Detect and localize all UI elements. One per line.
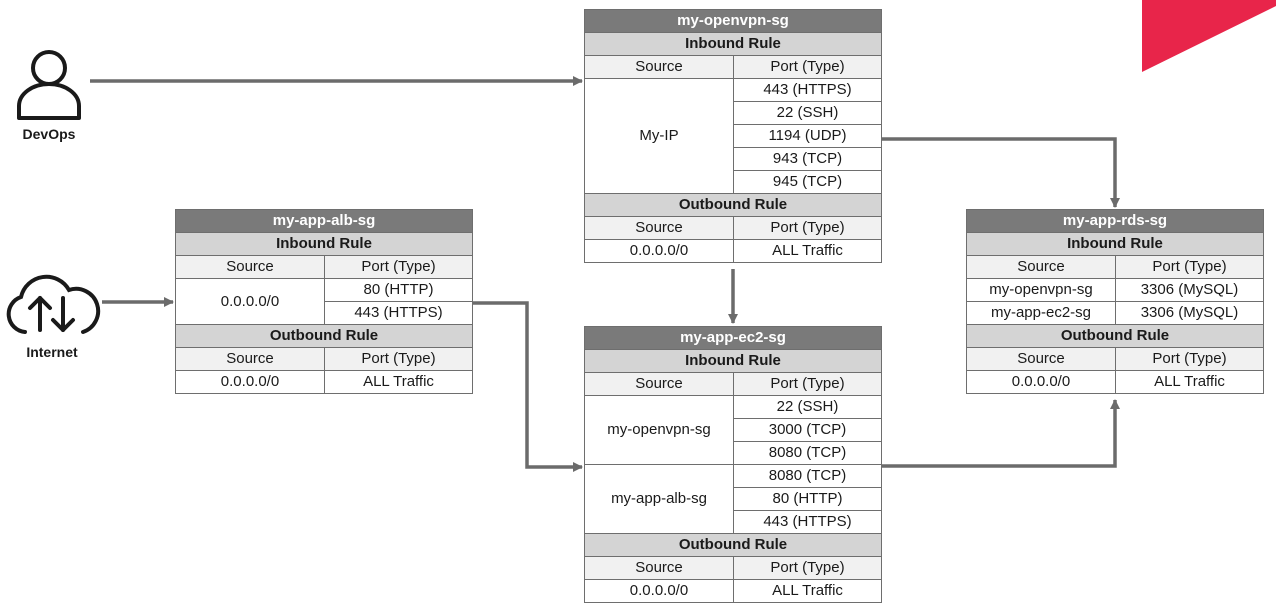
openvpn-outbound-header: Outbound Rule bbox=[584, 193, 882, 217]
rds-inbound-source-header: Source bbox=[966, 255, 1116, 279]
ec2-outbound-port-header: Port (Type) bbox=[733, 556, 882, 580]
alb-outbound-port: ALL Traffic bbox=[323, 370, 474, 394]
corner-accent-flag bbox=[1142, 0, 1276, 72]
ec2-inbound-source-header: Source bbox=[584, 372, 734, 396]
arrow-openvpn-to-rds bbox=[882, 137, 1120, 208]
openvpn-inbound-port: 945 (TCP) bbox=[733, 170, 882, 194]
rds-outbound-port: ALL Traffic bbox=[1115, 370, 1264, 394]
openvpn-sg-table: my-openvpn-sg Inbound Rule Source Port (… bbox=[584, 9, 882, 263]
ec2-inbound-source: my-openvpn-sg bbox=[584, 395, 734, 465]
openvpn-inbound-source: My-IP bbox=[584, 78, 734, 194]
alb-sg-table: my-app-alb-sg Inbound Rule Source Port (… bbox=[174, 209, 474, 394]
openvpn-outbound-port: ALL Traffic bbox=[733, 239, 882, 263]
openvpn-inbound-port: 443 (HTTPS) bbox=[733, 78, 882, 102]
rds-sg-title: my-app-rds-sg bbox=[966, 209, 1264, 233]
ec2-sg-title: my-app-ec2-sg bbox=[584, 326, 882, 350]
rds-outbound-source: 0.0.0.0/0 bbox=[966, 370, 1116, 394]
ec2-inbound-port-header: Port (Type) bbox=[733, 372, 882, 396]
ec2-inbound-header: Inbound Rule bbox=[584, 349, 882, 373]
openvpn-inbound-port: 22 (SSH) bbox=[733, 101, 882, 125]
openvpn-inbound-port: 1194 (UDP) bbox=[733, 124, 882, 148]
rds-sg-table: my-app-rds-sg Inbound Rule Source Port (… bbox=[966, 209, 1264, 394]
alb-outbound-source: 0.0.0.0/0 bbox=[175, 370, 325, 394]
ec2-inbound-port: 3000 (TCP) bbox=[733, 418, 882, 442]
openvpn-inbound-port: 943 (TCP) bbox=[733, 147, 882, 171]
openvpn-sg-title: my-openvpn-sg bbox=[584, 9, 882, 33]
ec2-inbound-port: 8080 (TCP) bbox=[733, 464, 882, 488]
alb-outbound-header: Outbound Rule bbox=[174, 324, 474, 348]
openvpn-outbound-source-header: Source bbox=[584, 216, 734, 240]
rds-outbound-source-header: Source bbox=[966, 347, 1116, 371]
ec2-inbound-port: 8080 (TCP) bbox=[733, 441, 882, 465]
internet-actor: Internet bbox=[2, 272, 102, 360]
ec2-inbound-port: 22 (SSH) bbox=[733, 395, 882, 419]
ec2-outbound-source: 0.0.0.0/0 bbox=[584, 579, 734, 603]
user-icon bbox=[17, 50, 81, 120]
rds-outbound-header: Outbound Rule bbox=[966, 324, 1264, 348]
ec2-inbound-source: my-app-alb-sg bbox=[584, 464, 734, 534]
ec2-inbound-port: 443 (HTTPS) bbox=[733, 510, 882, 534]
rds-inbound-port-header: Port (Type) bbox=[1115, 255, 1264, 279]
openvpn-inbound-header: Inbound Rule bbox=[584, 32, 882, 56]
openvpn-inbound-source-header: Source bbox=[584, 55, 734, 79]
rds-inbound-port: 3306 (MySQL) bbox=[1115, 278, 1264, 302]
alb-inbound-port: 443 (HTTPS) bbox=[323, 301, 474, 325]
rds-inbound-port: 3306 (MySQL) bbox=[1115, 301, 1264, 325]
alb-inbound-header: Inbound Rule bbox=[174, 232, 474, 256]
alb-inbound-source-header: Source bbox=[175, 255, 325, 279]
openvpn-outbound-port-header: Port (Type) bbox=[733, 216, 882, 240]
openvpn-inbound-port-header: Port (Type) bbox=[733, 55, 882, 79]
rds-inbound-source: my-openvpn-sg bbox=[966, 278, 1116, 302]
ec2-outbound-port: ALL Traffic bbox=[733, 579, 882, 603]
arrow-ec2-to-rds bbox=[882, 399, 1120, 468]
devops-label: DevOps bbox=[22, 126, 76, 142]
alb-outbound-port-header: Port (Type) bbox=[323, 347, 474, 371]
devops-actor: DevOps bbox=[8, 46, 90, 142]
internet-label: Internet bbox=[26, 344, 78, 360]
cloud-upload-download-icon bbox=[6, 274, 101, 334]
arrow-alb-to-ec2 bbox=[473, 301, 583, 472]
rds-inbound-source: my-app-ec2-sg bbox=[966, 301, 1116, 325]
ec2-inbound-port: 80 (HTTP) bbox=[733, 487, 882, 511]
rds-inbound-header: Inbound Rule bbox=[966, 232, 1264, 256]
ec2-outbound-source-header: Source bbox=[584, 556, 734, 580]
rds-outbound-port-header: Port (Type) bbox=[1115, 347, 1264, 371]
alb-sg-title: my-app-alb-sg bbox=[174, 209, 474, 233]
ec2-sg-table: my-app-ec2-sg Inbound Rule Source Port (… bbox=[584, 326, 882, 603]
alb-inbound-port: 80 (HTTP) bbox=[323, 278, 474, 302]
ec2-outbound-header: Outbound Rule bbox=[584, 533, 882, 557]
alb-inbound-source: 0.0.0.0/0 bbox=[175, 278, 325, 325]
openvpn-outbound-source: 0.0.0.0/0 bbox=[584, 239, 734, 263]
alb-outbound-source-header: Source bbox=[175, 347, 325, 371]
alb-inbound-port-header: Port (Type) bbox=[323, 255, 474, 279]
